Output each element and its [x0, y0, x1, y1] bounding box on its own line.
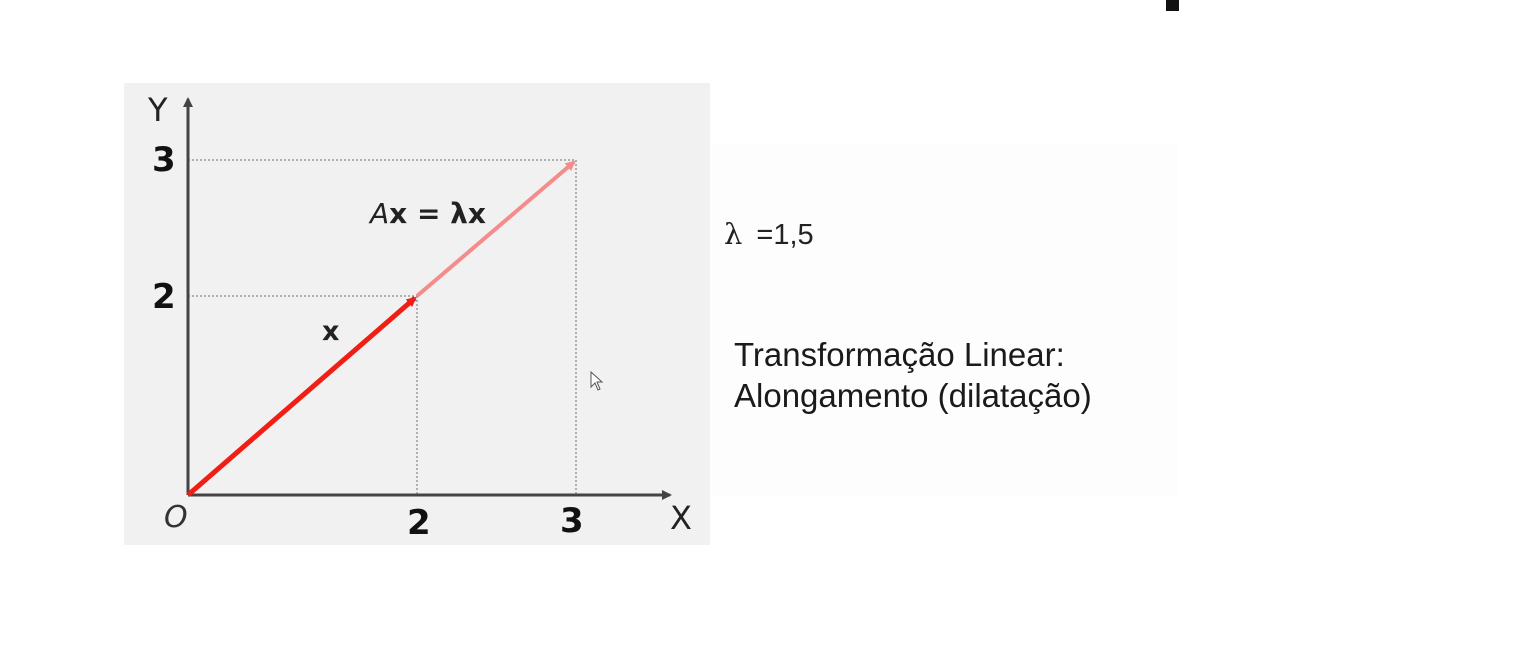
lambda-symbol: λ — [724, 217, 743, 251]
vector-ax-label: Ax = λx — [368, 197, 486, 230]
origin-label: O — [164, 500, 188, 535]
faded-background-band — [712, 145, 1178, 495]
y-tick-label-2: 2 — [152, 277, 176, 317]
y-axis-label: Y — [147, 91, 168, 129]
transformation-caption: Transformação Linear: Alongamento (dilat… — [734, 334, 1092, 416]
vector-x-arrow — [186, 296, 417, 497]
x-tick-label-2: 2 — [407, 503, 431, 543]
vector-ax-label-italic: A — [368, 197, 389, 230]
mouse-pointer-icon — [590, 371, 604, 391]
x-tick-label-3: 3 — [560, 501, 584, 541]
corner-mark — [1166, 0, 1179, 11]
caption-line-2: Alongamento (dilatação) — [734, 377, 1092, 414]
eigenvector-diagram: Y X O 3 2 2 3 x Ax = λx — [124, 83, 710, 545]
caption-line-1: Transformação Linear: — [734, 336, 1065, 373]
vector-ax-label-rest: x = λx — [389, 197, 486, 230]
lambda-equation: λ =1,5 — [724, 217, 814, 252]
vector-x-label: x — [322, 316, 339, 347]
y-tick-label-3: 3 — [152, 140, 176, 180]
x-axis-label: X — [670, 499, 692, 537]
vector-ax-arrow — [415, 160, 576, 298]
lambda-value: =1,5 — [756, 219, 814, 251]
